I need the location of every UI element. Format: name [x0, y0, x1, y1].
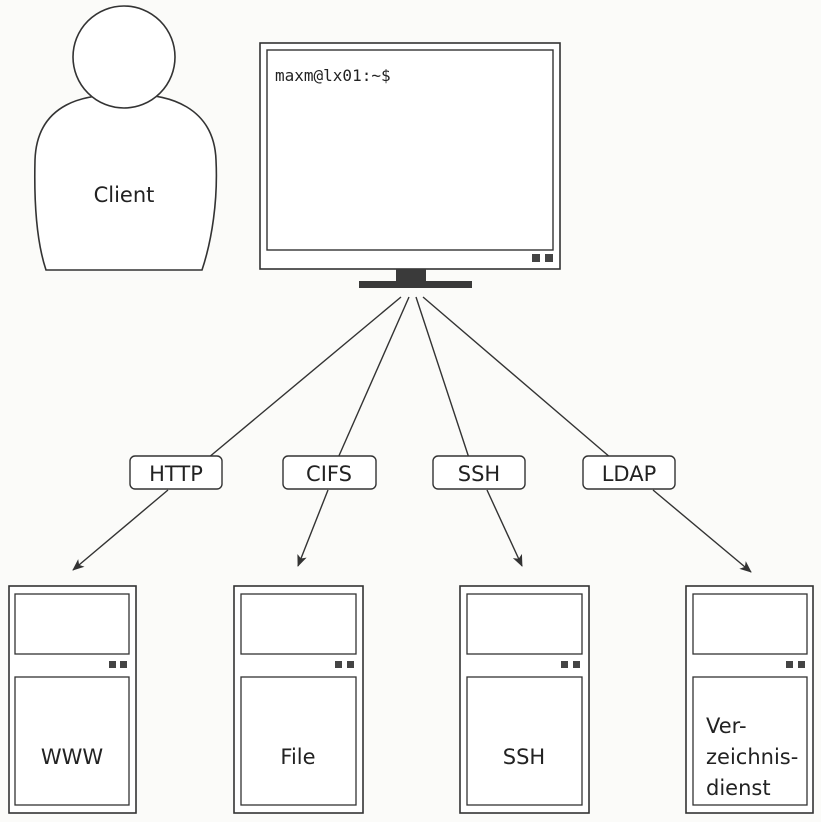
- server-label-www: WWW: [41, 745, 104, 769]
- protocol-text-ssh: SSH: [458, 462, 500, 486]
- server-label-ssh: SSH: [503, 745, 545, 769]
- connector-ldap: [422, 296, 612, 459]
- terminal-prompt: maxm@lx01:~$: [275, 66, 391, 85]
- connector-cifs: [337, 296, 410, 459]
- server-label-directory-line-3: dienst: [706, 776, 771, 800]
- protocol-text-http: HTTP: [149, 462, 203, 486]
- connector-ssh: [415, 296, 470, 459]
- protocol-label-http: HTTP: [129, 455, 223, 490]
- monitor-icon: [259, 42, 561, 288]
- server-ssh: SSH: [459, 585, 590, 814]
- protocol-text-ldap: LDAP: [602, 462, 657, 486]
- arrow-ldap: [652, 489, 752, 573]
- arrow-ssh: [486, 489, 523, 567]
- client-label: Client: [94, 183, 155, 207]
- arrow-lines: [72, 489, 752, 573]
- client-person-icon: [33, 5, 218, 271]
- server-www: WWW: [8, 585, 137, 814]
- protocol-label-ldap: LDAP: [582, 455, 676, 490]
- connection-lines: [207, 296, 612, 459]
- protocol-text-cifs: CIFS: [306, 462, 352, 486]
- server-file: File: [233, 585, 364, 814]
- arrow-cifs: [297, 489, 329, 567]
- server-label-directory: Ver- zeichnis- dienst: [706, 714, 805, 800]
- server-directory: Ver- zeichnis- dienst: [685, 585, 814, 814]
- protocol-label-ssh: SSH: [432, 455, 526, 490]
- server-label-directory-line-1: Ver-: [706, 714, 747, 738]
- server-label-directory-line-2: zeichnis-: [706, 745, 798, 769]
- arrow-http: [72, 489, 169, 571]
- protocol-label-cifs: CIFS: [282, 455, 377, 490]
- server-label-file: File: [280, 745, 315, 769]
- connector-http: [207, 296, 402, 459]
